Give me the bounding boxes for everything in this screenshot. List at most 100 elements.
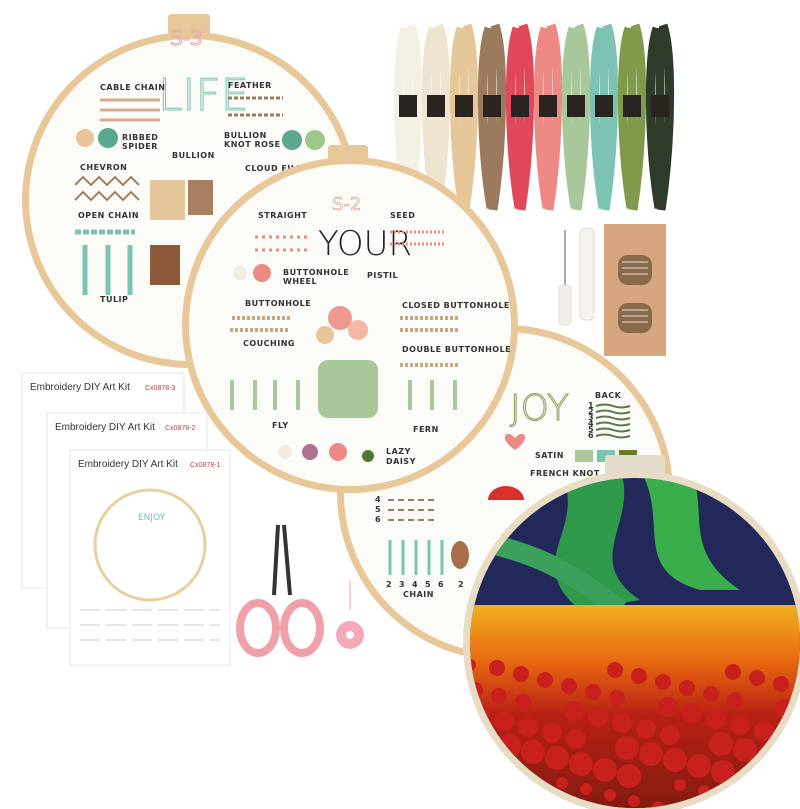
pink-scissors [236, 524, 324, 657]
poppy [709, 732, 733, 756]
needle-card [604, 224, 666, 356]
poppy [556, 777, 568, 789]
stitch-label: 6 [588, 431, 594, 440]
flower-embroidery [329, 443, 347, 461]
stitch-sample [230, 380, 457, 410]
sheet-code: Cx0878-2 [165, 425, 195, 432]
poppy [687, 754, 711, 778]
poppy [566, 729, 586, 749]
stitch-label: PISTIL [367, 271, 398, 280]
satin-swatch [575, 450, 593, 462]
stitch-label: DOUBLE BUTTONHOLE [402, 345, 511, 354]
leaf-embroidery [362, 450, 374, 462]
poppy [655, 674, 671, 690]
fabric-pen [579, 227, 595, 321]
cactus-pot-embroidery [150, 245, 180, 285]
floss-band [511, 95, 529, 117]
floss-skein [561, 23, 591, 211]
floss-skein [477, 23, 507, 211]
poppy [770, 803, 782, 808]
stitch-sample [230, 316, 460, 367]
stitch-word: JOY [510, 388, 569, 429]
poppy [628, 795, 640, 807]
flower-embroidery [316, 326, 334, 344]
poppy [663, 748, 687, 772]
stitch-label: 3 [588, 413, 594, 422]
stitch-label: 5 [375, 505, 381, 514]
stitch-label: KNOT ROSE [224, 140, 281, 149]
poppy [617, 764, 641, 788]
poppy [703, 686, 719, 702]
cactus-pot-embroidery [188, 180, 213, 215]
stitch-sample [388, 540, 444, 575]
stitch-sample [282, 130, 302, 150]
poppy [727, 692, 743, 708]
stitch-sample [233, 266, 247, 280]
stitch-label: 2 [386, 580, 392, 589]
floss-skein [533, 23, 563, 211]
poppy [537, 672, 553, 688]
poppy [593, 758, 617, 782]
stitch-label: 6 [438, 580, 444, 589]
aurora [640, 478, 740, 590]
poppy [609, 690, 625, 706]
stitch-label: 3 [399, 580, 405, 589]
poppy [475, 756, 499, 780]
poppy [518, 717, 538, 737]
poppy [754, 721, 774, 741]
stitch-label: CHAIN [403, 590, 434, 599]
stitch-label: 4 [375, 495, 381, 504]
hoop-s2: S-2 YOUR STRAIGHT SEED BUTTONHOLE WHEEL … [182, 145, 518, 493]
poppy [781, 750, 800, 774]
floss-skein [645, 23, 675, 211]
poppy [722, 791, 734, 803]
watering-can-embroidery [318, 360, 378, 418]
poppy [491, 688, 507, 704]
floss-band [595, 95, 613, 117]
instruction-sheets: Embroidery DIY Art Kit Cx0878-3 Embroide… [21, 372, 231, 666]
flower-embroidery [302, 444, 318, 460]
hoop-code: S-2 [332, 194, 361, 215]
stitch-sample [74, 175, 140, 202]
sheet-title: Embroidery DIY Art Kit [78, 459, 178, 470]
poppy [494, 711, 514, 731]
stitch-label: STRAIGHT [258, 211, 307, 220]
stitch-label: WHEEL [283, 277, 317, 286]
stitch-label: BULLION [224, 131, 267, 140]
stitch-word: YOUR [318, 224, 412, 264]
stitch-label: CLOSED BUTTONHOLE [402, 301, 510, 310]
sheet-center-word: ENJOY [138, 513, 166, 523]
sheet-hoop-diagram [93, 488, 207, 602]
sheet-code: Cx0878-3 [145, 385, 175, 392]
stitch-label: 4 [588, 419, 594, 428]
stitch-label: FRENCH KNOT [530, 469, 600, 478]
hoop-aurora-poppy-landscape [463, 455, 800, 809]
poppy [658, 697, 678, 717]
heart-embroidery [504, 433, 526, 450]
poppy [773, 676, 789, 692]
poppy [725, 664, 741, 680]
stitch-sample [82, 245, 133, 295]
stitch-label: CABLE CHAIN [100, 83, 165, 92]
floss-band [483, 95, 501, 117]
floss-band [623, 95, 641, 117]
stitch-label: BACK [595, 391, 622, 400]
floss-band [427, 95, 445, 117]
poppy [515, 694, 531, 710]
poppy [580, 783, 592, 795]
stitch-label: 6 [375, 515, 381, 524]
stitch-label: BUTTONHOLE [283, 268, 349, 277]
poppy [513, 666, 529, 682]
sheet-title: Embroidery DIY Art Kit [30, 382, 130, 393]
poppy [564, 701, 584, 721]
stitch-sample [390, 230, 445, 246]
stitch-label: RIBBED [122, 133, 158, 142]
poppy [682, 703, 702, 723]
floss-band [539, 95, 557, 117]
poppy [607, 662, 623, 678]
mushroom-embroidery [488, 486, 524, 500]
poppy [604, 789, 616, 801]
floss-skein [589, 23, 619, 211]
poppy [674, 779, 686, 791]
